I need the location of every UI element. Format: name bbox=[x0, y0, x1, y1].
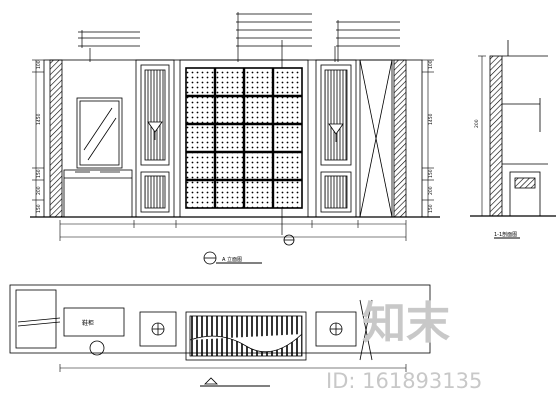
plan-shoe-cabinet bbox=[63, 307, 125, 337]
right-wall-column bbox=[393, 59, 407, 218]
section-view bbox=[470, 40, 556, 239]
right-dimension-chain bbox=[422, 59, 434, 218]
glass-grid-panel bbox=[179, 59, 309, 218]
bottom-dimension-chain bbox=[59, 220, 407, 241]
section-dim-label: 200 bbox=[474, 119, 480, 128]
plan-slatted-panel bbox=[185, 311, 307, 361]
watermark-id: ID: 161893135 bbox=[326, 369, 482, 393]
section-wall bbox=[489, 55, 503, 217]
right-dim-1: 100 bbox=[428, 60, 434, 69]
section-title: 1-1剖面图 bbox=[494, 231, 517, 238]
plan-cabinet-label: 鞋柜 bbox=[82, 319, 94, 327]
section-marker bbox=[283, 234, 295, 246]
left-dim-1: 100 bbox=[36, 60, 42, 69]
left-dim-3: 150 bbox=[36, 169, 42, 178]
shoe-cabinet bbox=[63, 169, 133, 218]
left-dimension-labels: 100 1450 150 200 150 bbox=[36, 60, 42, 213]
left-wall-column bbox=[49, 59, 63, 218]
watermark-logo: 知末 bbox=[362, 298, 450, 349]
mirror-panel bbox=[76, 97, 123, 169]
plan-right-fixture bbox=[315, 311, 357, 347]
right-dim-4: 200 bbox=[428, 186, 434, 195]
plan-round-stool bbox=[89, 340, 105, 356]
plan-view bbox=[9, 284, 431, 387]
right-dim-5: 150 bbox=[428, 204, 434, 213]
plan-left-fixture bbox=[139, 311, 177, 347]
left-dim-2: 1450 bbox=[36, 113, 42, 125]
right-tall-panel bbox=[315, 59, 357, 218]
main-elevation bbox=[30, 12, 440, 265]
right-dim-2: 1450 bbox=[428, 113, 434, 125]
left-dim-5: 150 bbox=[36, 204, 42, 213]
left-tall-panel bbox=[135, 59, 175, 218]
elevation-title: A 立面图 bbox=[222, 256, 242, 263]
left-dimension-chain bbox=[32, 59, 44, 218]
door-panel bbox=[359, 59, 393, 218]
left-dim-4: 200 bbox=[36, 186, 42, 195]
right-dim-3: 150 bbox=[428, 169, 434, 178]
elevation-title-symbol bbox=[203, 251, 262, 265]
right-dimension-labels: 100 1450 150 200 150 bbox=[428, 60, 434, 213]
